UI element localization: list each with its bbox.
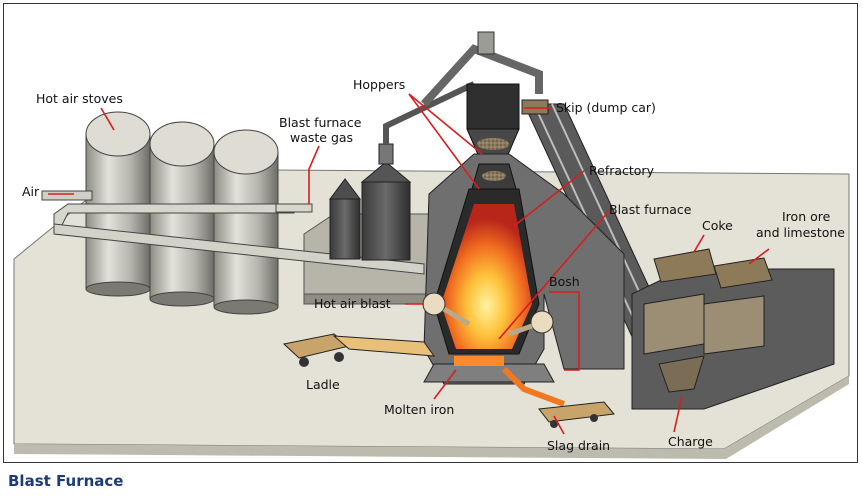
charge-bins bbox=[631, 248, 835, 410]
leader-lines bbox=[48, 93, 770, 435]
blast-furnace-diagram: Hot air stoves Air Blast furnace waste g… bbox=[13, 31, 850, 459]
label-waste-gas-line1: Blast furnace bbox=[279, 115, 362, 130]
waste-gas-tanks bbox=[329, 81, 476, 261]
label-slag-drain: Slag drain bbox=[547, 438, 610, 453]
ladle-cars bbox=[282, 333, 615, 428]
label-bosh: Bosh bbox=[549, 274, 580, 289]
stove bbox=[213, 129, 279, 315]
tuyeres bbox=[422, 292, 554, 337]
figure-frame: Hot air stoves Air Blast furnace waste g… bbox=[3, 3, 858, 463]
label-coke: Coke bbox=[702, 218, 733, 233]
hearth bbox=[423, 356, 566, 407]
air-pipes bbox=[41, 190, 425, 275]
stove bbox=[149, 121, 215, 307]
label-air: Air bbox=[22, 184, 40, 199]
label-iron-ore-line1: Iron ore bbox=[782, 209, 831, 224]
label-skip: Skip (dump car) bbox=[556, 100, 656, 115]
label-hot-air-blast: Hot air blast bbox=[314, 296, 391, 311]
furnace-body bbox=[423, 153, 625, 385]
hot-air-stoves bbox=[85, 111, 279, 315]
label-molten-iron: Molten iron bbox=[384, 402, 454, 417]
label-ladle: Ladle bbox=[306, 377, 340, 392]
figure-caption: Blast Furnace bbox=[8, 472, 124, 490]
label-waste-gas-line2: waste gas bbox=[290, 130, 353, 145]
label-refractory: Refractory bbox=[589, 163, 655, 178]
label-hoppers: Hoppers bbox=[353, 77, 405, 92]
label-hot-air-stoves: Hot air stoves bbox=[36, 91, 123, 106]
label-iron-ore-line2: and limestone bbox=[756, 225, 845, 240]
ground-edge bbox=[14, 376, 849, 459]
label-charge: Charge bbox=[668, 434, 713, 449]
label-blast-furnace: Blast furnace bbox=[609, 202, 692, 217]
